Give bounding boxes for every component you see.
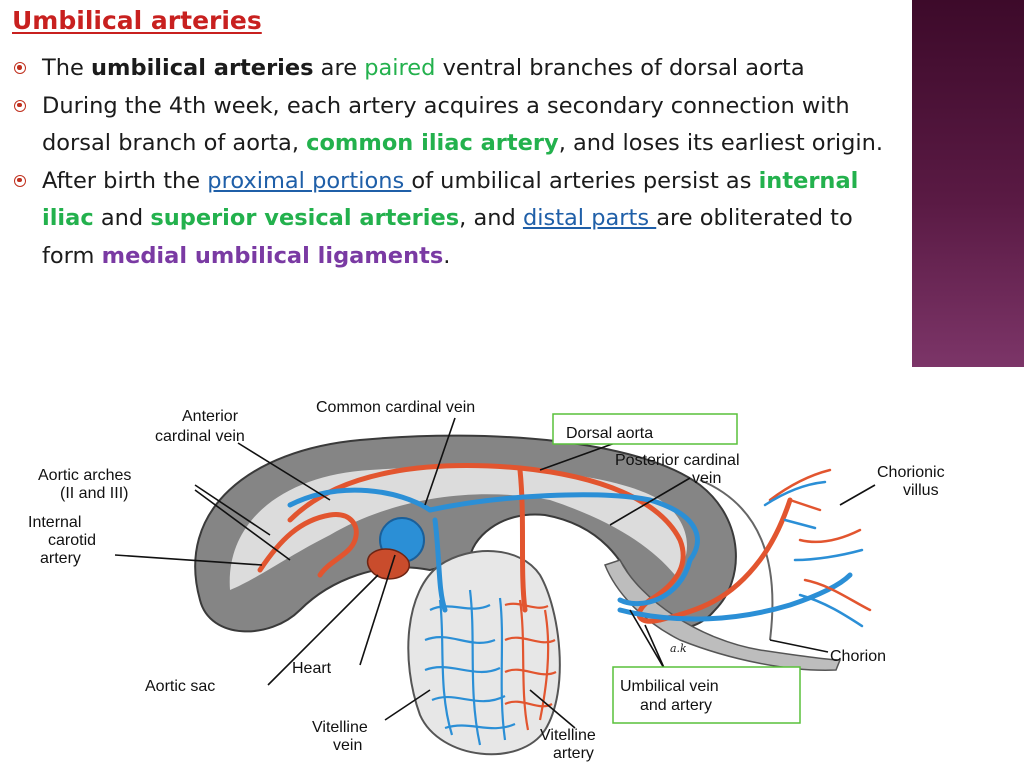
label-posterior-cardinal-vein-1: Posterior cardinal	[615, 452, 740, 469]
bullet-2: During the 4th week, each artery acquire…	[12, 88, 908, 163]
label-aortic-arches-2: (II and III)	[60, 485, 128, 502]
bullet-1-text-a: The	[42, 55, 91, 81]
label-chorionic-villus-1: Chorionic	[877, 464, 945, 481]
link-distal-parts[interactable]: distal parts	[522, 205, 657, 231]
yolk-sac	[407, 550, 561, 756]
label-internal-carotid-2: carotid	[48, 532, 96, 549]
bullet-2-text-b: , and loses its earliest origin.	[558, 130, 884, 156]
bullet-1: The umbilical arteries are paired ventra…	[12, 50, 908, 88]
bullet-3-text-a: After birth the	[42, 167, 208, 194]
umbilical-vein-highlight-box	[612, 666, 801, 724]
slide-title: Umbilical arteries	[12, 6, 262, 35]
label-chorionic-villus-2: villus	[903, 482, 939, 499]
bullet-3-text-b: of umbilical arteries persist as	[411, 167, 759, 194]
label-vitelline-artery-2: artery	[553, 745, 594, 762]
label-vitelline-vein-1: Vitelline	[312, 719, 368, 736]
bullet-1-text-c: ventral branches of dorsal aorta	[435, 55, 805, 81]
label-posterior-cardinal-vein-2: vein	[692, 470, 721, 487]
label-umbilical-vein-1: Umbilical vein	[620, 678, 719, 695]
label-anterior-cardinal-vein-1: Anterior	[182, 408, 239, 425]
artist-signature: a.k	[670, 642, 687, 655]
label-anterior-cardinal-vein-2: cardinal vein	[155, 428, 245, 445]
label-aortic-sac: Aortic sac	[145, 678, 215, 695]
dorsal-aorta-highlight-box	[552, 413, 738, 445]
bullet-2-text-a: During the 4th week, each artery acquire…	[42, 92, 850, 157]
venous-vessels	[287, 487, 853, 622]
aortic-sac-shape	[366, 548, 411, 580]
label-common-cardinal-vein: Common cardinal vein	[316, 399, 475, 416]
label-vitelline-vein-2: vein	[333, 737, 362, 754]
label-internal-carotid-3: artery	[40, 550, 81, 567]
term-paired: paired	[364, 55, 436, 81]
side-decor-blank	[912, 367, 1024, 768]
bullet-list: The umbilical arteries are paired ventra…	[12, 50, 908, 275]
chorionic-villus	[763, 468, 872, 628]
bullet-3-text-f: .	[443, 242, 451, 269]
bullet-1-text-b: are	[313, 55, 365, 81]
circle-dot-icon	[14, 62, 26, 74]
term-superior-vesical-arteries: superior vesical arteries	[150, 205, 460, 231]
term-common-iliac-artery: common iliac artery	[306, 130, 559, 156]
label-internal-carotid-1: Internal	[28, 514, 81, 531]
label-aortic-arches-1: Aortic arches	[38, 467, 131, 484]
bullet-3-text-d: , and	[459, 205, 523, 231]
label-vitelline-artery-1: Vitelline	[540, 727, 596, 744]
side-decor-band	[912, 0, 1024, 367]
label-umbilical-vein-2: and artery	[640, 697, 712, 714]
term-umbilical-arteries: umbilical arteries	[91, 55, 314, 81]
label-dorsal-aorta: Dorsal aorta	[566, 425, 653, 442]
bullet-3: After birth the proximal portions of umb…	[12, 163, 908, 276]
label-heart: Heart	[292, 660, 332, 677]
link-proximal-portions[interactable]: proximal portions	[207, 167, 412, 194]
circle-dot-icon	[14, 174, 26, 187]
bullet-3-text-e: are obliterated to form	[42, 205, 853, 269]
term-medial-umbilical-ligaments: medial umbilical ligaments	[101, 242, 444, 269]
leader-lines	[114, 417, 876, 729]
embryo-circulation-diagram: Anterior cardinal vein Common cardinal v…	[28, 399, 945, 762]
bullet-3-text-c: and	[93, 205, 151, 231]
term-internal-iliac: internal iliac	[42, 167, 859, 232]
label-chorion: Chorion	[830, 648, 886, 665]
circle-dot-icon	[14, 99, 26, 112]
yolk-sac-vessel-network	[424, 589, 557, 746]
embryo-body-highlight	[229, 467, 687, 590]
